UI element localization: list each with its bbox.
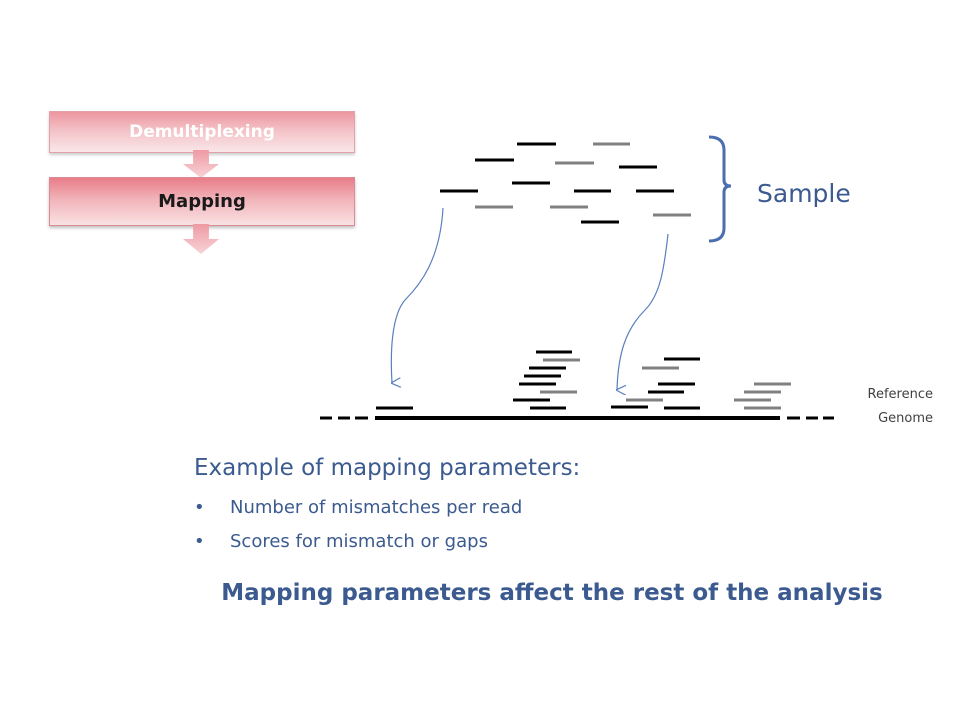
list-item: • Number of mismatches per read <box>194 494 522 528</box>
reference-label-line2: Genome <box>878 411 933 426</box>
conclusion-text: Mapping parameters affect the rest of th… <box>221 580 883 606</box>
mapping-arrow <box>617 233 669 390</box>
workflow-step-label: Demultiplexing <box>129 122 275 142</box>
workflow-step-label: Mapping <box>158 191 246 212</box>
parameters-title: Example of mapping parameters: <box>194 455 581 481</box>
list-item: • Scores for mismatch or gaps <box>194 528 522 562</box>
workflow-step-demultiplexing: Demultiplexing <box>49 111 355 153</box>
sample-label: Sample <box>757 179 851 208</box>
mapping-arrow <box>391 207 444 383</box>
bullet-icon: • <box>194 497 205 518</box>
mapped-reads <box>376 350 791 410</box>
list-item-label: Number of mismatches per read <box>230 497 523 518</box>
reference-label-line1: Reference <box>868 387 933 402</box>
bullet-icon: • <box>194 531 205 552</box>
parameters-list: • Number of mismatches per read • Scores… <box>194 494 522 562</box>
list-item-label: Scores for mismatch or gaps <box>230 531 488 552</box>
sample-reads <box>440 142 691 224</box>
sample-bracket <box>708 135 732 243</box>
